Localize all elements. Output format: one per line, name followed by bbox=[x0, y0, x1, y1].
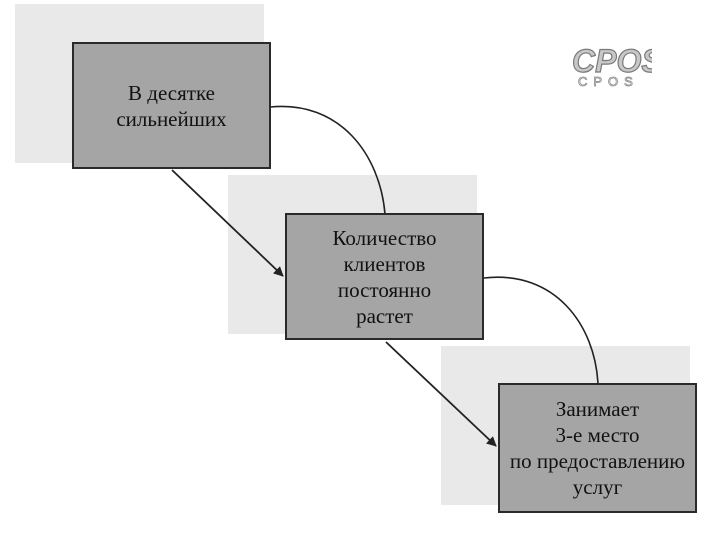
step-3-line-2: 3-е место bbox=[555, 423, 640, 447]
step-2-line-2: клиентов bbox=[343, 251, 426, 276]
step-1-line-2: сильнейших bbox=[116, 106, 227, 131]
step-1-line-1: В десятке bbox=[128, 80, 215, 105]
step-3-line-1: Занимает bbox=[555, 397, 640, 421]
step-2-line-4: растет bbox=[356, 303, 413, 328]
step-2-line-1: Количество bbox=[332, 225, 437, 250]
step-3-line-4: услуг bbox=[572, 475, 623, 499]
step-box-2: Количество клиентов постоянно растет bbox=[285, 213, 484, 340]
step-2-line-3: постоянно bbox=[337, 277, 432, 302]
cpos-logo: CPOS CPOS bbox=[571, 42, 652, 89]
logo-subtext: CPOS bbox=[578, 74, 639, 89]
step-3-line-3: по предоставлению bbox=[509, 449, 686, 473]
logo-text: CPOS bbox=[572, 43, 652, 79]
step-box-3: Занимает 3-е место по предоставлению усл… bbox=[498, 383, 697, 513]
step-box-1: В десятке сильнейших bbox=[72, 42, 271, 169]
